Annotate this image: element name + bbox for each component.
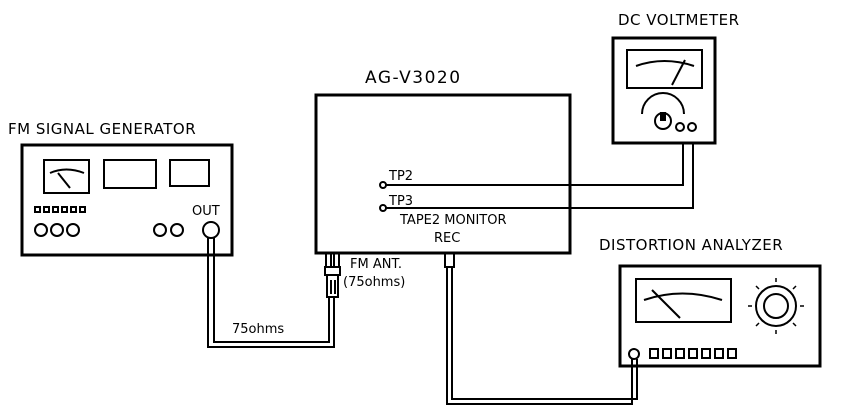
generator-out-label: OUT bbox=[192, 204, 220, 219]
voltmeter-label: DC VOLTMETER bbox=[618, 11, 740, 29]
fm-signal-generator: FM SIGNAL GENERATOR OUT bbox=[8, 120, 234, 257]
coax-cable-generator-to-antenna bbox=[207, 238, 335, 348]
voltmeter-dial-arc bbox=[641, 92, 685, 115]
distortion-analyzer: DISTORTION ANALYZER bbox=[599, 236, 822, 368]
generator-label: FM SIGNAL GENERATOR bbox=[8, 120, 196, 138]
generator-knobs-left bbox=[34, 223, 80, 237]
generator-meter bbox=[43, 159, 90, 194]
cable-impedance-label: 75ohms bbox=[232, 322, 284, 337]
generator-meter-needle bbox=[57, 172, 71, 189]
dc-voltmeter: DC VOLTMETER bbox=[611, 11, 740, 145]
wire-tp3-to-voltmeter bbox=[386, 143, 694, 209]
analyzer-dial-inner bbox=[763, 293, 789, 319]
fm-ant-impedance-label: (75ohms) bbox=[343, 275, 405, 290]
unit-body bbox=[314, 93, 572, 255]
analyzer-dial-ticks bbox=[748, 278, 804, 334]
analyzer-label: DISTORTION ANALYZER bbox=[599, 236, 783, 254]
voltmeter-knob-pointer bbox=[660, 112, 666, 121]
tp2-terminal bbox=[379, 181, 387, 189]
cable-rec-to-analyzer bbox=[446, 267, 638, 405]
wire-tp2-to-voltmeter bbox=[386, 143, 684, 186]
voltmeter-body bbox=[611, 36, 717, 145]
generator-knobs-right bbox=[153, 223, 184, 237]
tp3-terminal bbox=[379, 204, 387, 212]
generator-display-2 bbox=[169, 159, 210, 187]
tp3-label: TP3 bbox=[388, 194, 413, 209]
voltmeter-meter bbox=[626, 49, 703, 89]
analyzer-button-row bbox=[649, 348, 737, 359]
analyzer-body bbox=[618, 264, 822, 368]
ag-v3020-unit: AG-V3020 TP2 TP3 TAPE2 MONITOR REC FM AN… bbox=[314, 68, 572, 298]
rec-label: REC bbox=[434, 231, 460, 246]
generator-button-row bbox=[34, 206, 86, 213]
voltmeter-jack-1 bbox=[675, 122, 685, 132]
rec-connector bbox=[444, 252, 455, 268]
voltmeter-needle bbox=[671, 59, 686, 86]
tp2-label: TP2 bbox=[388, 169, 413, 184]
generator-display-1 bbox=[103, 159, 157, 189]
voltmeter-jack-2 bbox=[687, 122, 697, 132]
generator-out-jack bbox=[202, 221, 220, 239]
analyzer-dial-outer bbox=[755, 285, 797, 327]
analyzer-meter bbox=[635, 278, 732, 323]
unit-label: AG-V3020 bbox=[365, 68, 462, 88]
tape-monitor-label: TAPE2 MONITOR bbox=[399, 213, 507, 228]
voltmeter-scale bbox=[635, 60, 695, 67]
fm-ant-label: FM ANT. bbox=[350, 257, 402, 272]
fm-ant-connector bbox=[324, 252, 341, 298]
analyzer-needle bbox=[651, 289, 681, 319]
generator-meter-scale bbox=[49, 168, 85, 174]
generator-body bbox=[20, 143, 234, 257]
analyzer-scale bbox=[643, 292, 723, 301]
analyzer-input-jack bbox=[628, 348, 640, 360]
